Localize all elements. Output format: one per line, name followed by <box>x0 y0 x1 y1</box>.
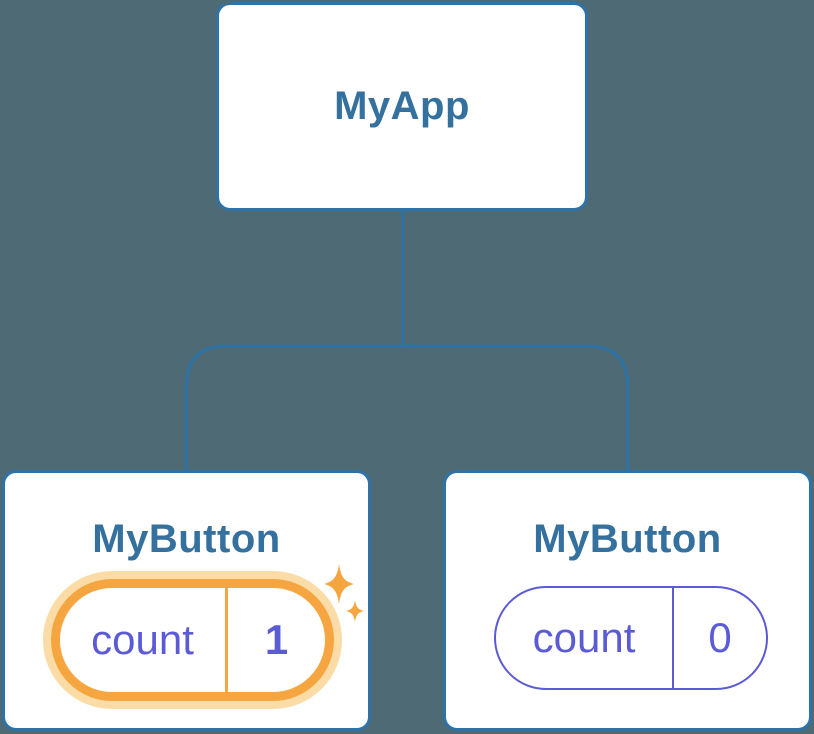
state-value: 1 <box>264 616 289 663</box>
state-pill-divider <box>672 588 674 688</box>
sparkles-icon <box>324 564 364 622</box>
state-name-label: count <box>532 614 636 661</box>
component-node-root: MyApp <box>216 2 588 211</box>
state-pill-highlighted: count 1 <box>51 579 334 701</box>
component-node-child-left: MyButton count 1 <box>2 470 371 731</box>
component-node-child-right: MyButton count 0 <box>443 470 812 731</box>
sparkle-small <box>346 600 364 622</box>
state-pill-divider <box>225 588 228 692</box>
connector-branch <box>185 344 629 471</box>
component-name-child-right: MyButton <box>533 517 722 561</box>
sparkle-large <box>324 564 354 604</box>
component-name-child-left: MyButton <box>92 517 281 561</box>
state-value: 0 <box>708 614 732 661</box>
state-name-label: count <box>91 616 194 663</box>
component-name-root: MyApp <box>334 84 470 128</box>
state-pill-normal: count 0 <box>494 586 768 690</box>
